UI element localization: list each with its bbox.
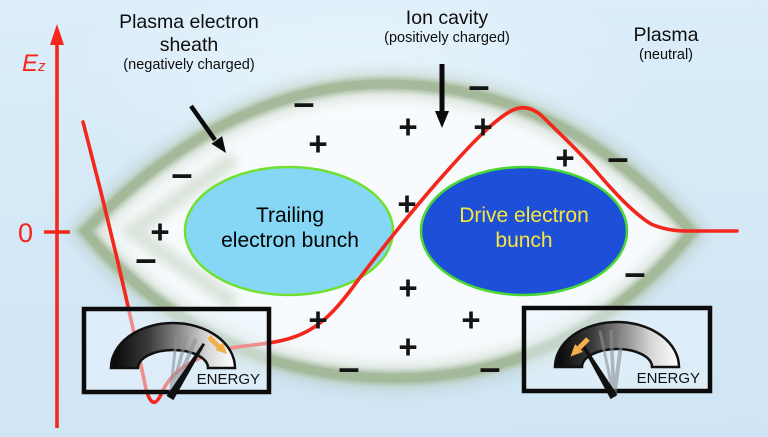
axis-zero-label: 0 [18,218,34,248]
plus-sign: + [398,269,418,307]
gauge-needle [579,341,618,400]
minus-sign: – [135,238,157,281]
drive-bunch-label: Drive electron bunch [459,203,589,253]
energy-up-arrow-icon [207,335,227,354]
drive-bunch-energy-gauge: ENERGY [521,305,713,400]
energy-down-arrow-icon [570,337,590,357]
plus-sign: + [555,139,575,177]
ez-axis [44,24,70,428]
minus-sign: – [479,347,501,390]
plus-sign: + [150,213,170,251]
trailing-bunch-label-line2: electron bunch [221,229,359,252]
ez-axis-label: Ez [22,50,46,78]
ion-cavity-pointer-arrow [435,64,449,128]
minus-sign: – [468,65,490,108]
plus-sign: + [398,108,418,146]
minus-sign: – [338,347,360,390]
ez-axis-label-main: E [22,50,39,77]
energy-label: ENERGY [637,370,700,387]
sheath-inner-echo [118,151,240,311]
trailing-bunch-label-line1: Trailing [255,203,325,227]
drive-electron-bunch [419,165,629,297]
plasma-label: Plasma (neutral) [633,24,698,64]
ion-cavity-label-line2: (positively charged) [384,30,510,46]
minus-sign: – [624,252,646,295]
axis-arrowhead-icon [50,24,64,45]
gauge-needle [166,343,205,401]
sheath-label-line3: (negatively charged) [123,57,255,73]
plus-sign: + [398,328,418,366]
energy-label: ENERGY [197,371,260,388]
ion-cavity-label: Ion cavity (positively charged) [384,7,510,47]
minus-sign: – [293,82,315,125]
sheath-label-line1: Plasma electron [119,11,259,33]
plus-sign: + [461,301,481,339]
ion-cavity-label-line1: Ion cavity [405,7,489,29]
sheath-label: Plasma electron sheath (negatively charg… [119,11,259,74]
trailing-bunch-label: Trailing electron bunch [221,203,359,253]
plasma-label-line1: Plasma [633,24,699,46]
minus-sign: – [607,137,629,180]
plus-sign: + [397,185,417,223]
trailing-bunch-energy-gauge: ENERGY [81,306,272,401]
plus-sign: + [308,301,328,339]
drive-bunch-label-line1: Drive electron [459,203,589,227]
gauge-dial-arc [553,320,681,369]
minus-sign: – [171,153,193,196]
plus-sign: + [308,125,328,163]
ez-axis-label-sub: z [38,58,46,75]
sheath-label-line2: sheath [159,34,219,56]
gauge-ghost-needles [598,329,625,398]
drive-bunch-label-line2: bunch [495,229,553,252]
trailing-electron-bunch [183,165,395,297]
plus-sign: + [473,108,493,146]
ez-field-curve [81,105,739,405]
plasma-label-line2: (neutral) [639,47,693,63]
gauge-dial-arc [109,321,237,370]
sheath-pointer-arrow [189,104,226,153]
